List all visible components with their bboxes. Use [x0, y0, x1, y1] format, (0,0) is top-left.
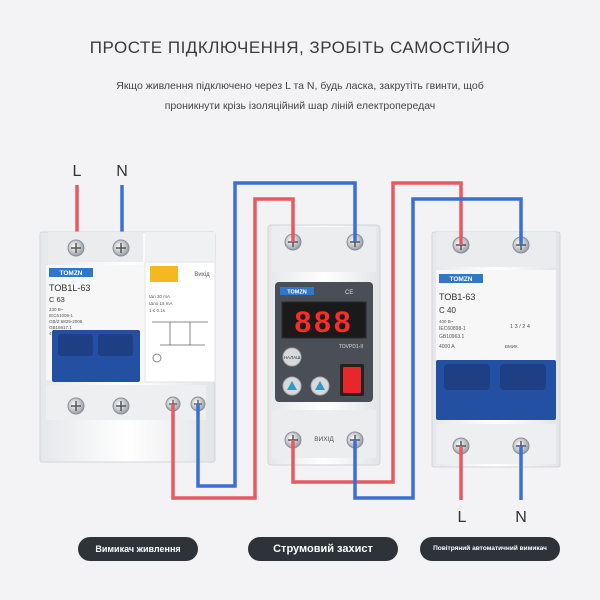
left-model: TOB1L-63: [49, 283, 90, 293]
page-title: ПРОСТЕ ПІДКЛЮЧЕННЯ, ЗРОБІТЬ САМОСТІЙНО: [89, 38, 511, 57]
right-rating: C 40: [439, 306, 456, 315]
left-spec-0: 230 В~: [49, 307, 64, 312]
power-rocker-lamp: [343, 367, 361, 393]
right-breaker-toggle-l[interactable]: [444, 364, 490, 390]
center-ce-mark: CE: [345, 290, 353, 296]
right-spec-3: 4000 A: [439, 344, 455, 350]
right-spec-2: GB10963.1: [439, 334, 465, 340]
right-brand-text: TOMZN: [450, 276, 473, 283]
right-on-label: ВМИК.: [505, 344, 519, 349]
wire-live-center-to-right: [291, 181, 463, 484]
left-breaker-screw-n: [112, 239, 130, 257]
right-model: TOB1-63: [439, 292, 475, 302]
right-breaker-label-panel: [436, 270, 556, 360]
set-button[interactable]: НАЛАШ: [282, 347, 302, 367]
input-neutral-label: N: [116, 163, 128, 180]
center-brand-badge: [280, 287, 314, 295]
left-breaker-toggle-n[interactable]: [98, 334, 133, 356]
rcd-spec-0: IΔn 30 mA: [149, 294, 170, 299]
up-button[interactable]: [310, 376, 330, 396]
subtitle-line-1: Якщо живлення підключено через L та N, б…: [116, 80, 484, 92]
center-output-label: ВИХІД: [314, 436, 334, 443]
center-device-top-terminal: [272, 227, 376, 272]
left-spec-1: IEC61009-1: [49, 313, 74, 318]
left-spec-3: GB16917.1: [49, 325, 72, 330]
left-rating: C 63: [49, 295, 65, 304]
left-breaker-screw-l: [67, 239, 85, 257]
right-brand-badge: [439, 274, 483, 283]
right-terminal-marks: 1 3 / 2 4: [510, 324, 530, 330]
left-breaker-screw-bottom-l: [67, 397, 85, 415]
input-live-label: L: [73, 163, 82, 180]
caption-power-switch: Вимикач живлення: [78, 537, 198, 561]
wire-live-rcd-to-center: [171, 197, 295, 500]
output-neutral-label: N: [515, 509, 527, 526]
down-button[interactable]: [282, 376, 302, 396]
wire-neutral-center-to-right: [353, 197, 523, 500]
left-spec-2: GB/Z 6829-2008: [49, 319, 83, 324]
rcd-test-button[interactable]: [150, 266, 178, 282]
left-breaker-rcd-top: [145, 232, 215, 262]
center-model: TOVPD1-II: [339, 344, 363, 350]
output-live-label: L: [458, 509, 467, 526]
rcd-schematic: [152, 321, 208, 346]
rcd-indicator: [152, 353, 162, 363]
right-spec-0: 400 В~: [439, 319, 454, 324]
right-spec-1: IEC60898-1: [439, 326, 466, 332]
left-brand-badge: [49, 268, 93, 277]
right-breaker-toggle-n[interactable]: [500, 364, 546, 390]
caption-air-circuit-breaker: Повітряний автоматичний вимикач: [420, 537, 560, 561]
center-display-digits: 888: [294, 306, 353, 339]
page-subtitle: Якщо живлення підключено через L та N, б…: [60, 76, 540, 116]
wire-neutral-rcd-to-center: [196, 181, 357, 488]
caption-current-protection: Струмовий захист: [248, 537, 398, 561]
rcd-spec-1: IΔnо 15 mA: [149, 301, 173, 306]
up-arrow-icon: [287, 381, 297, 390]
center-brand-text: TOMZN: [287, 290, 306, 296]
left-breaker-screw-bottom-n: [112, 397, 130, 415]
left-breaker-toggle-l[interactable]: [58, 334, 93, 356]
set-button-label: НАЛАШ: [284, 355, 300, 360]
subtitle-line-2: проникнути крізь ізоляційний шар ліній е…: [164, 100, 436, 112]
center-display: [281, 301, 367, 339]
rcd-spec-2: 1 ≤ 0.1s: [149, 308, 166, 313]
rcd-output-label: Вихід: [194, 272, 210, 278]
left-brand-text: TOMZN: [60, 270, 83, 277]
up-arrow-icon: [315, 381, 325, 390]
